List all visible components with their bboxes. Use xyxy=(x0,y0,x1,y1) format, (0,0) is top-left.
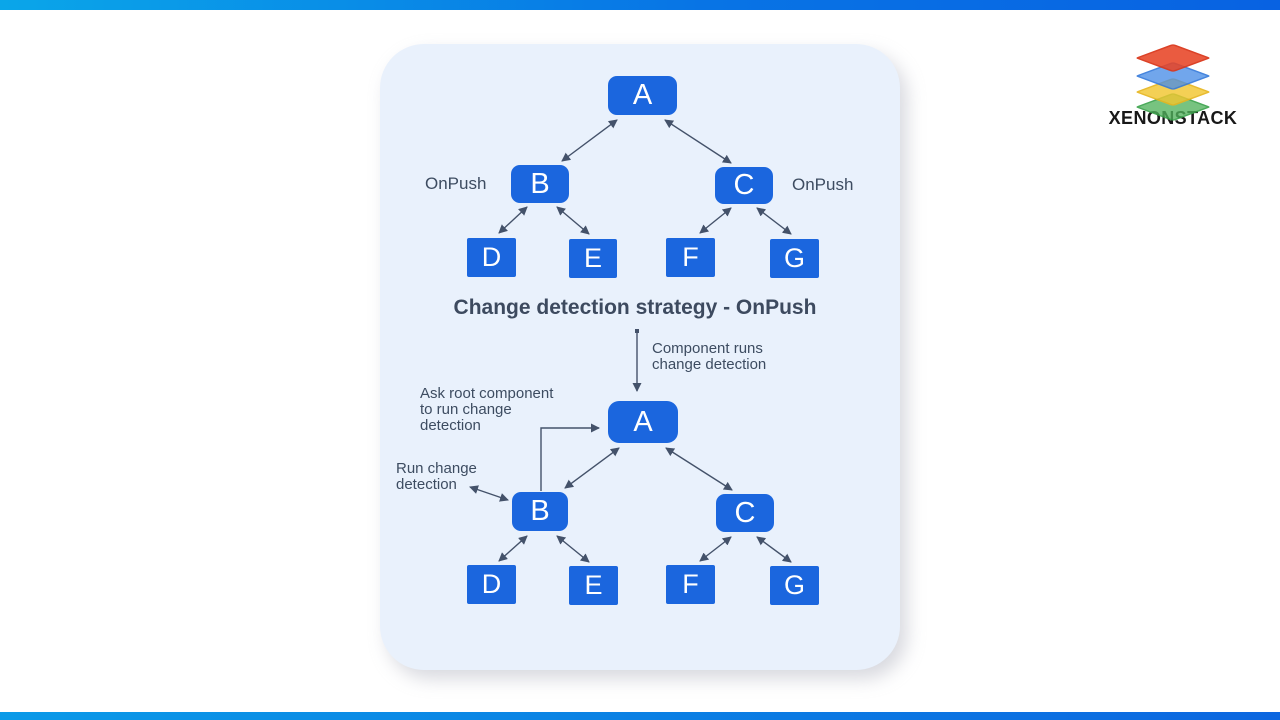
node-bot-c: C xyxy=(716,494,774,532)
diagram-panel xyxy=(380,44,900,670)
node-top-a: A xyxy=(608,76,677,115)
node-bot-f: F xyxy=(666,565,715,604)
node-bot-g: G xyxy=(770,566,819,605)
top-accent-bar xyxy=(0,0,1280,10)
node-bot-e: E xyxy=(569,566,618,605)
xenonstack-stack-icon xyxy=(1106,14,1240,122)
node-top-d: D xyxy=(467,238,516,277)
node-top-c: C xyxy=(715,167,773,204)
node-bot-d: D xyxy=(467,565,516,604)
annotation-run-change: Run change detection xyxy=(396,460,477,493)
node-top-f: F xyxy=(666,238,715,277)
onpush-label-right: OnPush xyxy=(792,175,854,194)
bottom-accent-bar xyxy=(0,712,1280,720)
node-bot-b: B xyxy=(512,492,568,531)
diagram-title: Change detection strategy - OnPush xyxy=(453,296,817,319)
node-top-b: B xyxy=(511,165,569,203)
annotation-component-runs: Component runs change detection xyxy=(652,340,767,373)
xenonstack-logo: XENONSTACK xyxy=(1106,14,1240,134)
logo-red-layer xyxy=(1134,43,1212,73)
node-bot-a: A xyxy=(608,401,678,443)
onpush-label-left: OnPush xyxy=(425,174,487,193)
node-top-e: E xyxy=(569,239,617,278)
node-top-g: G xyxy=(770,239,819,278)
annotation-ask-root: Ask root component to run change detecti… xyxy=(420,385,554,434)
